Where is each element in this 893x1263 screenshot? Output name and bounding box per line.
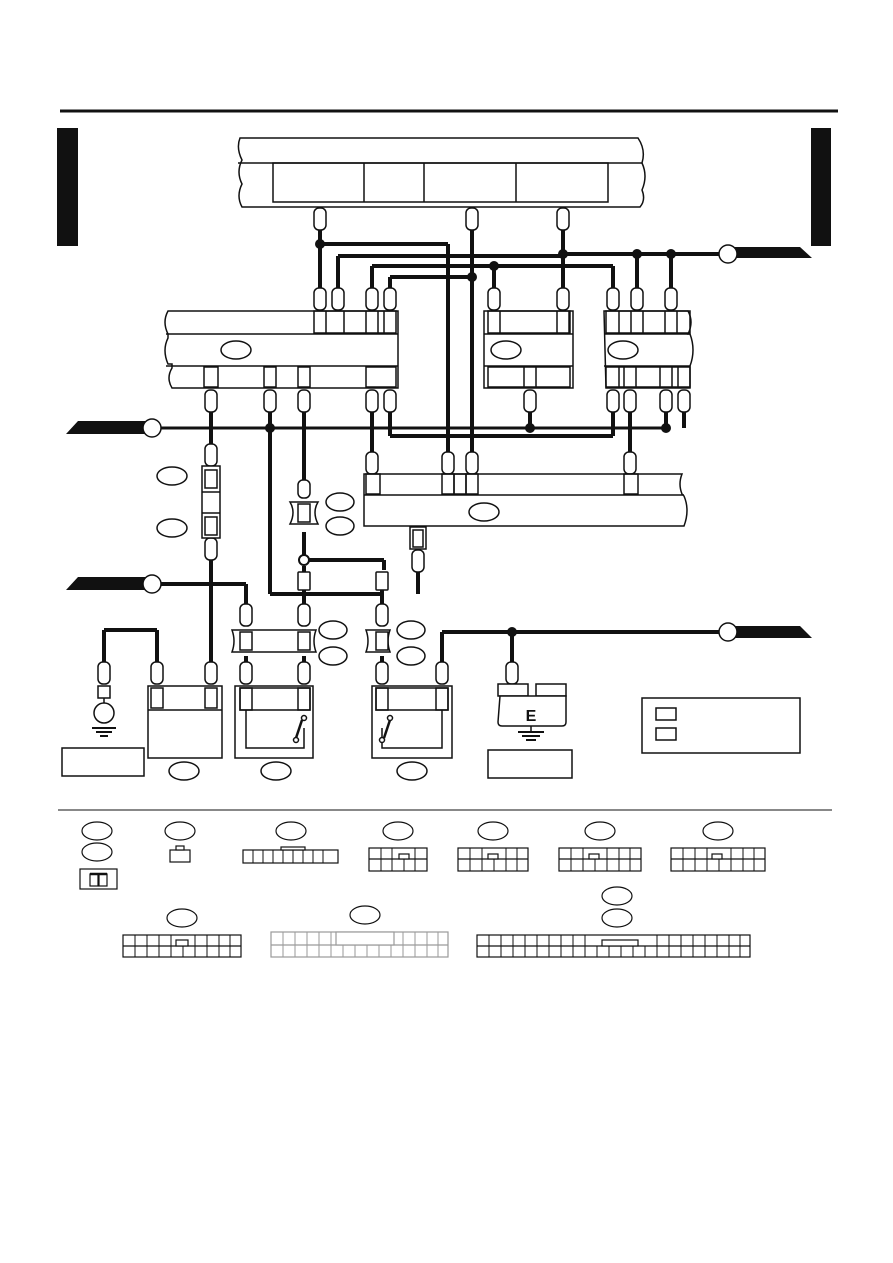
switch-box-1 <box>234 685 314 781</box>
inline-connector-left <box>156 465 221 539</box>
center-relay-module <box>483 310 574 389</box>
sensor-component <box>61 685 145 777</box>
lower-junction-module <box>363 473 688 550</box>
ribbon-connectors <box>66 247 812 638</box>
left-side-tab <box>57 128 78 246</box>
ground-connector <box>487 683 573 779</box>
connector-reference-row-2 <box>122 886 751 958</box>
connector-reference-row-1 <box>79 821 766 890</box>
lower-connector-strips <box>230 620 426 666</box>
left-relay-module <box>164 310 399 389</box>
switch-box-2 <box>371 685 453 781</box>
legend-box <box>641 697 801 754</box>
splice-point <box>298 554 310 566</box>
right-relay-module <box>603 310 694 389</box>
terminal-pins <box>97 207 691 685</box>
right-side-tab <box>811 128 831 246</box>
ribbon-circles <box>142 244 738 642</box>
junction-dots <box>265 239 676 637</box>
component-box-left <box>147 685 223 781</box>
wire-harness <box>102 228 720 662</box>
top-control-module <box>237 137 646 208</box>
ground-label: E <box>526 708 537 725</box>
inline-connector-mid <box>288 492 355 536</box>
connector-cell-lines <box>134 848 755 957</box>
connector-cell-lines-faint <box>282 932 439 957</box>
